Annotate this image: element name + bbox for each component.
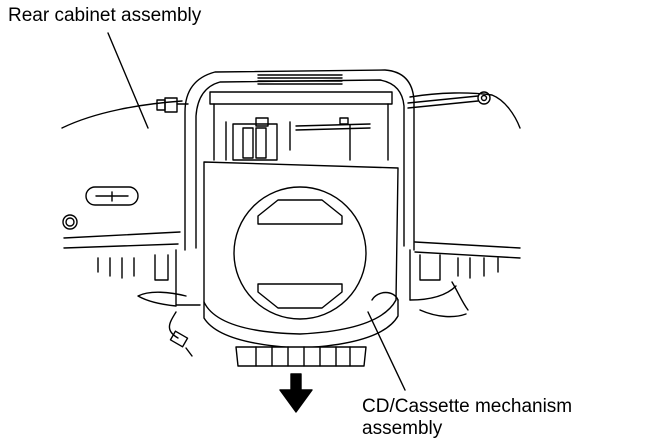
- upper-frame: [184, 69, 415, 251]
- side-brackets: [97, 249, 499, 306]
- wire-harness: [137, 281, 469, 357]
- rear-cabinet-label: Rear cabinet assembly: [8, 5, 202, 26]
- rod-pin: [156, 91, 491, 113]
- cd-cassette-label-line2: assembly: [362, 418, 443, 439]
- rear-cabinet-leader: [107, 32, 149, 129]
- cd-cassette-label-line1: CD/Cassette mechanism: [362, 396, 573, 417]
- bottom-connector: [235, 346, 367, 367]
- cd-cassette-housing: [203, 161, 399, 349]
- rear-cabinet-body: [61, 92, 521, 259]
- cd-cassette-leader: [367, 311, 406, 391]
- pull-direction-arrow-icon: [279, 373, 313, 413]
- cd-cassette-label: CD/Cassette mechanism assembly: [362, 396, 572, 440]
